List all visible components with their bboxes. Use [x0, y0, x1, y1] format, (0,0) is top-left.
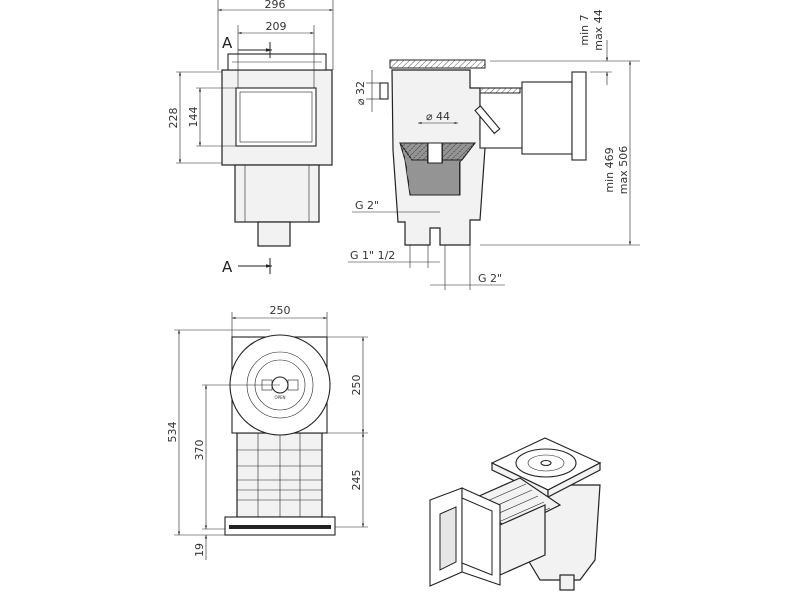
dim-overall-height: 228	[167, 108, 180, 129]
thread-lower-right: G 2"	[478, 272, 502, 285]
height-min: min 469	[603, 147, 616, 192]
dim-basket-diameter: ⌀ 44	[426, 110, 450, 123]
height-max: max 506	[617, 146, 630, 194]
dim-lid-width: 250	[270, 304, 291, 317]
dim-body-height: 245	[350, 470, 363, 491]
top-view-body	[236, 432, 323, 518]
front-outlet-pipe	[257, 221, 291, 247]
side-inlet	[379, 82, 389, 100]
side-faceplate	[571, 71, 587, 161]
adjust-min: min 7	[578, 14, 591, 45]
thread-lower-left: G 1" 1/2	[350, 249, 395, 262]
section-marker-top: A	[222, 34, 233, 52]
dim-overall-height: 534	[166, 422, 179, 443]
dim-opening-width: 209	[266, 20, 287, 33]
adjust-max: max 44	[592, 9, 605, 50]
isometric-view	[429, 437, 602, 591]
dim-opening-height: 144	[187, 107, 200, 128]
dim-base-height: 19	[193, 543, 206, 557]
top-view: OPEN 250 534 370 19 250 245	[166, 304, 368, 560]
side-section-view: ⌀ 32 ⌀ 44 G 2" G 1" 1/2 G 2" min 7 max 4…	[348, 9, 640, 290]
thread-upper: G 2"	[355, 199, 379, 212]
front-opening	[235, 87, 317, 147]
lid-open-label: OPEN	[274, 395, 285, 400]
dim-inlet-diameter: ⌀ 32	[354, 81, 367, 105]
dim-lid-height: 250	[350, 375, 363, 396]
side-weir-flap	[474, 105, 501, 135]
front-view: 296 209 A A 228 144	[167, 0, 334, 276]
front-body	[234, 164, 320, 223]
dim-center-height: 370	[193, 440, 206, 461]
section-marker-bottom: A	[222, 258, 233, 276]
dim-overall-width: 296	[265, 0, 286, 11]
